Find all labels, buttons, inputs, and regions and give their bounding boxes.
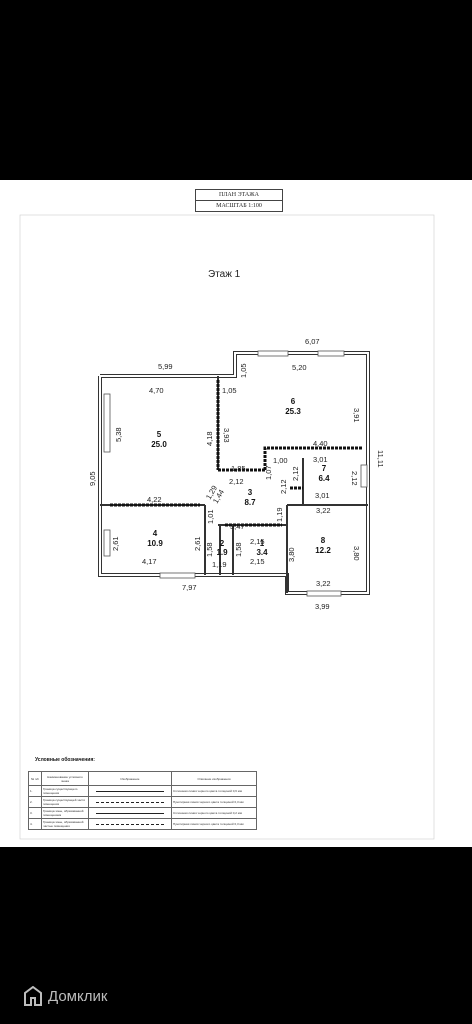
dim-label: 2,12 (350, 471, 359, 486)
dim-label: 3,91 (352, 408, 361, 423)
floor-title: Этаж 1 (208, 269, 241, 280)
legend-header: Наименование условного знака (41, 771, 89, 786)
dim-label: 3,99 (315, 602, 330, 611)
dim-label: 2,61 (193, 536, 202, 551)
dim-label: 9,05 (88, 471, 97, 486)
room-area: 10.9 (147, 539, 163, 548)
legend-symbol (88, 785, 172, 797)
dim-label: 1,05 (222, 386, 237, 395)
dim-label: 3,47 (230, 522, 245, 531)
dim-label: 7,97 (182, 583, 197, 592)
dim-label: 4,18 (205, 431, 214, 446)
legend-desc: Пунктирная линия черного цвета толщиной … (171, 818, 257, 830)
dim-label: 1,58 (205, 542, 214, 557)
dim-label: 1,01 (206, 509, 215, 524)
legend-name: Граница существующей части помещения (41, 796, 89, 808)
room-number: 5 (157, 430, 162, 439)
legend-desc: Сплошная линия черного цвета толщиной 0,… (171, 785, 257, 797)
legend-row: 3. Граница зоны, образованной помещением… (28, 807, 257, 819)
room-number: 6 (291, 397, 296, 406)
dim-label: 2,12 (291, 466, 300, 481)
dim-label: 5,99 (158, 362, 173, 371)
dim-label: 3,80 (352, 546, 361, 561)
dim-label: 1,58 (234, 542, 243, 557)
dim-label: 4,70 (149, 386, 164, 395)
room-number: 8 (321, 536, 326, 545)
legend-num: 3. (28, 807, 42, 819)
legend-header: Изображение (88, 771, 172, 786)
room-area: 25.0 (151, 440, 167, 449)
legend-table: № п/п Наименование условного знака Изобр… (28, 771, 257, 830)
dim-label: 3,22 (316, 579, 331, 588)
legend-desc: Сплошная линия черного цвета толщиной 0,… (171, 807, 257, 819)
legend-symbol (88, 807, 172, 819)
room-number: 4 (153, 529, 158, 538)
legend-name: Граница существующего помещения (41, 785, 89, 797)
room-area: 6.4 (318, 474, 330, 483)
plan-sheet: ПЛАН ЭТАЖА МАСШТАБ 1:100 Этаж 1 (0, 180, 472, 847)
brand-logo: Домклик (24, 986, 107, 1006)
dim-label: 3,93 (222, 428, 231, 443)
legend-header: Описание изображения (171, 771, 257, 786)
legend-header: № п/п (28, 771, 42, 786)
house-logo-icon (24, 986, 42, 1006)
legend-desc: Пунктирная линия черного цвета толщиной … (171, 796, 257, 808)
room-number: 3 (248, 488, 253, 497)
dim-label: 3,01 (315, 491, 330, 500)
dim-label: 2,15 (250, 537, 265, 546)
legend-num: 4. (28, 818, 42, 830)
legend-title: Условные обозначения: (35, 757, 95, 763)
dim-label: 5,20 (292, 363, 307, 372)
plan-scale: МАСШТАБ 1:100 (195, 200, 283, 212)
dim-label: 3,22 (316, 506, 331, 515)
legend-row: 2. Граница существующей части помещения … (28, 796, 257, 808)
legend-row: 1. Граница существующего помещения Сплош… (28, 785, 257, 797)
dim-label: 3,80 (287, 547, 296, 562)
dim-label: 1,85 (231, 464, 246, 473)
dim-label: 4,40 (313, 439, 328, 448)
dim-label: 1,07 (264, 465, 273, 480)
dim-label: 4,17 (142, 557, 157, 566)
legend-row: 4. Граница зоны, образованной частью пом… (28, 818, 257, 830)
legend-name: Граница зоны, образованной помещением (41, 807, 89, 819)
legend-num: 2. (28, 796, 42, 808)
dim-label: 1,05 (239, 363, 248, 378)
room-area: 3.4 (256, 548, 268, 557)
room-area: 25.3 (285, 407, 301, 416)
legend-name: Граница зоны, образованной частью помеще… (41, 818, 89, 830)
dim-label: 4,22 (147, 495, 162, 504)
dim-label: 1,19 (275, 507, 284, 522)
brand-name: Домклик (48, 987, 108, 1005)
room-number: 2 (220, 539, 225, 548)
legend-symbol (88, 796, 172, 808)
legend-num: 1. (28, 785, 42, 797)
dim-label: 2,12 (229, 477, 244, 486)
dim-label: 1,19 (212, 560, 227, 569)
dim-label: 3,01 (313, 455, 328, 464)
room-area: 1.9 (216, 548, 228, 557)
dim-label: 5,38 (114, 427, 123, 442)
legend-symbol (88, 818, 172, 830)
floor-plan: Этаж 1 (19, 214, 435, 840)
dim-label: 6,07 (305, 337, 320, 346)
windows (103, 350, 368, 597)
room-number: 1 (260, 539, 265, 548)
room-number: 7 (322, 464, 327, 473)
dim-label: 1,00 (273, 456, 288, 465)
dim-label: 2,61 (111, 536, 120, 551)
dim-label: 2,12 (279, 479, 288, 494)
dim-label: 2,15 (250, 557, 265, 566)
dim-label: 11,11 (376, 450, 385, 468)
room-area: 8.7 (244, 498, 256, 507)
room-area: 12.2 (315, 546, 331, 555)
